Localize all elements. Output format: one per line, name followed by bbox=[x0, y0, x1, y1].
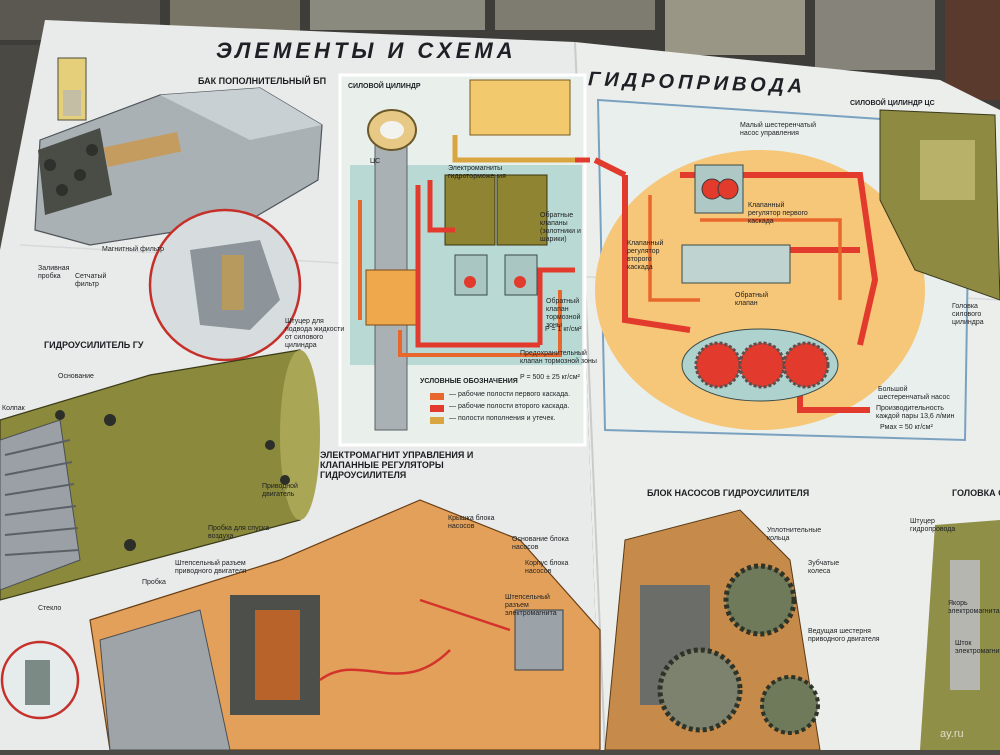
label-air-plug: Пробка для спуска воздуха bbox=[208, 525, 270, 540]
label-glass: Стекло bbox=[38, 605, 62, 612]
label-union: Штуцер для подвода жидкости от силового … bbox=[285, 318, 345, 349]
big-gear bbox=[738, 341, 786, 389]
label-brake-magnets: Электромагниты гидроторможения bbox=[448, 165, 506, 180]
label-p-one: P = 1 кг/см² bbox=[545, 326, 582, 333]
legend-swatch bbox=[430, 393, 444, 400]
legend-title: УСЛОВНЫЕ ОБОЗНАЧЕНИЯ bbox=[420, 378, 518, 385]
pump-schematic-body bbox=[595, 150, 925, 430]
pump-block-gear bbox=[760, 675, 820, 735]
label-drive-motor: Приводной двигатель bbox=[262, 483, 298, 498]
label-return-valve-r: Обратный клапан bbox=[735, 292, 769, 307]
tank-top bbox=[160, 88, 322, 140]
wood-plank bbox=[815, 0, 935, 70]
magnet-connector bbox=[514, 609, 564, 671]
label-electro-anchor: Якорь электромагнита bbox=[948, 600, 1000, 615]
electromagnet-coil bbox=[255, 610, 300, 700]
legend-swatch bbox=[430, 405, 444, 412]
label-capacity: Производительность каждой пары 13,6 л/ми… bbox=[876, 405, 955, 420]
pump-orange-circuit bbox=[648, 195, 842, 302]
pump-block-gear bbox=[657, 647, 743, 733]
section-electromagnet: ЭЛЕКТРОМАГНИТ УПРАВЛЕНИЯ И КЛАПАННЫЕ РЕГ… bbox=[320, 450, 474, 480]
leak-line bbox=[452, 135, 590, 163]
label-pump-base: Основание блока насосов bbox=[512, 536, 569, 551]
brake-magnet-1 bbox=[444, 174, 496, 246]
wood-plank bbox=[310, 0, 485, 30]
watermark: ay.ru bbox=[940, 728, 964, 740]
label-drive-gear: Ведущая шестерня приводного двигателя bbox=[808, 628, 880, 643]
label-valve-reg-first: Клапанный регулятор первого каскада bbox=[748, 202, 808, 225]
tank-bolts bbox=[44, 144, 98, 196]
label-valve-reg-second: Клапанный регулятор второго каскада bbox=[627, 240, 664, 271]
cylinder-piston bbox=[365, 269, 419, 326]
label-housing: Колпак bbox=[2, 405, 25, 412]
label-base: Основание bbox=[58, 373, 94, 380]
legend-item-leak: — полости пополнения и утечек. bbox=[449, 415, 556, 422]
label-toothed-wheels: Зубчатые колеса bbox=[808, 560, 840, 575]
label-p-max: Pмах = 50 кг/см² bbox=[880, 424, 933, 431]
wood-plank bbox=[945, 0, 1000, 100]
glass-detail bbox=[25, 660, 50, 705]
pump-valve-block bbox=[681, 244, 791, 284]
big-gear bbox=[694, 341, 742, 389]
legend-swatch bbox=[430, 417, 444, 424]
label-magnet-connector: Штепсельный разъем электромагнита bbox=[505, 594, 557, 617]
section-power-cylinder: СИЛОВОЙ ЦИЛИНДР bbox=[348, 83, 421, 90]
valve-ball bbox=[464, 276, 476, 288]
label-pump-control: Малый шестеренчатый насос управления bbox=[740, 122, 816, 137]
big-gear bbox=[782, 341, 830, 389]
tank-spring bbox=[103, 131, 182, 168]
tank-filter-core bbox=[63, 90, 81, 116]
wood-plank bbox=[495, 0, 655, 30]
booster-motor-end bbox=[280, 350, 320, 520]
section-booster: ГИДРОУСИЛИТЕЛЬ ГУ bbox=[44, 340, 144, 350]
legend-item-second: — рабочие полости второго каскада. bbox=[449, 403, 570, 410]
booster-bolts bbox=[55, 410, 290, 551]
valve-ball bbox=[514, 276, 526, 288]
poster-title-left: ЭЛЕМЕНТЫ И СХЕМА bbox=[216, 38, 517, 63]
power-cylinder-head-top bbox=[920, 140, 975, 200]
label-plug-connector: Штепсельный разъем приводного двигателя bbox=[175, 560, 247, 575]
label-pump-body: Корпус блока насосов bbox=[525, 560, 569, 575]
second-cascade-lines bbox=[415, 157, 590, 348]
label-seal-rings: Уплотнительные кольца bbox=[767, 527, 822, 542]
electromagnet-wires bbox=[319, 598, 511, 682]
return-valve-2 bbox=[504, 254, 538, 296]
tank-detail-valve bbox=[222, 255, 244, 310]
label-electro-rod: Шток электромагнита bbox=[955, 640, 1000, 655]
booster-cooling-fins bbox=[0, 419, 81, 591]
tank-filter-cutaway bbox=[57, 57, 87, 121]
section-tank: БАК ПОПОЛНИТЕЛЬНЫЙ БП bbox=[198, 76, 327, 86]
label-plug: Пробка bbox=[142, 579, 166, 586]
label-check-valve: Обратный клапан тормозной зоны bbox=[546, 298, 581, 329]
section-head: ГОЛОВКА СИЛ bbox=[952, 488, 1000, 498]
label-power-head: Головка силового цилиндра bbox=[952, 303, 984, 326]
cylinder-eye-hole bbox=[380, 121, 404, 139]
legend-item-first: — рабочие полости первого каскада. bbox=[449, 391, 571, 398]
section-pump-block: БЛОК НАСОСОВ ГИДРОУСИЛИТЕЛЯ bbox=[647, 488, 810, 498]
section-power-cylinder-right: СИЛОВОЙ ЦИЛИНДР ЦС bbox=[850, 100, 935, 107]
label-safety-valve: Предохранительный клапан тормозной зоны bbox=[520, 350, 597, 365]
schematic-tank bbox=[469, 79, 571, 136]
label-tc: ЦС bbox=[370, 158, 381, 165]
brake-magnet-2 bbox=[496, 174, 548, 246]
first-cascade-lines bbox=[358, 200, 562, 357]
label-pump-cover: Крышка блока насосов bbox=[448, 515, 495, 530]
label-big-gear-pump: Большой шестеренчатый насос bbox=[878, 386, 950, 401]
label-return-valves: Обратные клапаны (золотники и шарики) bbox=[540, 212, 581, 243]
label-magnet-filter: Магнитный фильтр bbox=[102, 246, 165, 253]
label-p-range: P = 500 ± 25 кг/см² bbox=[520, 374, 580, 381]
electro-rod bbox=[950, 560, 980, 690]
label-hydro-supply: Штуцер гидропровода bbox=[910, 518, 956, 533]
pump-gear bbox=[717, 178, 739, 200]
wood-plank bbox=[665, 0, 805, 55]
label-mesh-filter: Сетчатый фильтр bbox=[75, 273, 107, 288]
pump-block-gear bbox=[723, 563, 797, 637]
label-filler-plug: Заливная пробка bbox=[38, 265, 70, 280]
fin-lines bbox=[4, 439, 80, 556]
return-valve-1 bbox=[454, 254, 488, 296]
